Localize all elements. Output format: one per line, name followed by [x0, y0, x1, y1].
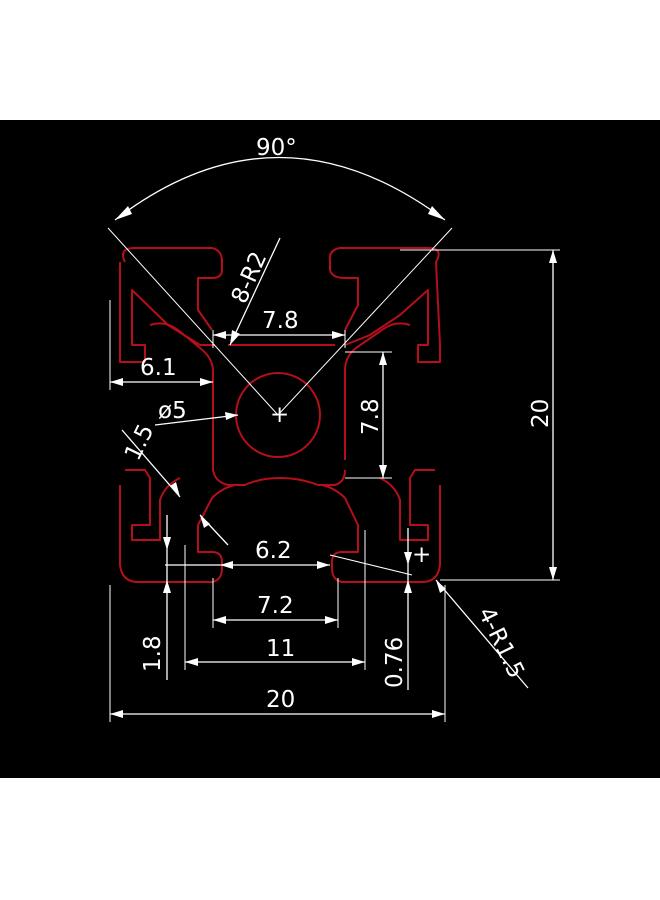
profile-bottom-left-slot	[125, 469, 181, 541]
angle-leg-left	[107, 227, 279, 416]
profile-bottom-right-corner	[321, 484, 441, 583]
slot-top-arrow-right	[332, 331, 345, 339]
fillet-corner-arrow	[436, 580, 446, 593]
slot-opening-arrow-left	[213, 616, 226, 624]
angle-leg-right	[277, 227, 453, 416]
label-overall-width: 20	[266, 687, 295, 713]
fillet-corner-leader	[435, 579, 529, 689]
lip-height-arrow-top	[163, 537, 171, 550]
label-core-height: 7.8	[358, 398, 384, 435]
drawing-background	[0, 120, 660, 778]
slot-inner-arrow-right	[317, 561, 330, 569]
profile-right-upper-wall	[344, 261, 441, 363]
web-arrow-bottom	[200, 515, 210, 528]
label-slot-width: 11	[266, 636, 295, 662]
angle-arc	[114, 156, 446, 221]
slot-width-arrow-left	[185, 658, 198, 666]
slot-opening-arrow-right	[325, 616, 338, 624]
bore-center-mark: +	[270, 402, 289, 428]
overall-width-arrow-left	[110, 710, 123, 718]
profile-bottom-left-corner	[119, 484, 236, 583]
lip-height-arrow-bottom	[163, 580, 171, 593]
label-lip-thickness: 0.76	[382, 637, 408, 688]
slot-top-arrow-left	[213, 331, 226, 339]
extrusion-profile	[119, 247, 441, 583]
lip-thickness-arrow-bottom	[404, 580, 412, 593]
angle-arrow-right	[428, 206, 445, 220]
lip-thickness-arrow-top	[404, 552, 412, 565]
bore-leader	[154, 414, 239, 426]
core-height-arrow-top	[379, 352, 387, 365]
label-overall-height: 20	[528, 399, 554, 428]
profile-left-web	[149, 322, 214, 470]
core-height-arrow-bottom	[379, 465, 387, 478]
label-center-bore: ø5	[158, 398, 187, 424]
slot-width-arrow-right	[352, 658, 365, 666]
slot-inner-ext-right	[329, 554, 413, 576]
label-lip-height: 1.8	[140, 635, 166, 672]
profile-core-bottom	[212, 469, 346, 486]
profile-top-left-corner	[122, 247, 223, 331]
slot-inner-arrow-left	[220, 561, 233, 569]
angle-arrow-left	[115, 206, 132, 220]
label-angle: 90°	[256, 135, 297, 161]
width-left-arrow-left	[110, 378, 123, 386]
label-slot-inner: 6.2	[255, 538, 292, 564]
overall-height-arrow-bottom	[549, 567, 557, 580]
lip-center-mark: +	[412, 542, 431, 568]
label-width-left: 6.1	[140, 355, 177, 381]
fillet-top-arrow	[230, 330, 240, 345]
web-arrow-top	[170, 482, 180, 497]
label-slot-opening: 7.2	[257, 593, 294, 619]
profile-bottom-right-slot	[379, 469, 435, 541]
overall-width-arrow-right	[432, 710, 445, 718]
label-slot-top: 7.8	[262, 308, 299, 334]
width-left-arrow-right	[200, 378, 213, 386]
fillet-top-leader	[229, 237, 281, 346]
bore-arrow	[225, 412, 238, 420]
profile-right-web	[344, 322, 411, 460]
dimension-geometry: +	[107, 156, 560, 722]
overall-height-arrow-top	[549, 250, 557, 263]
